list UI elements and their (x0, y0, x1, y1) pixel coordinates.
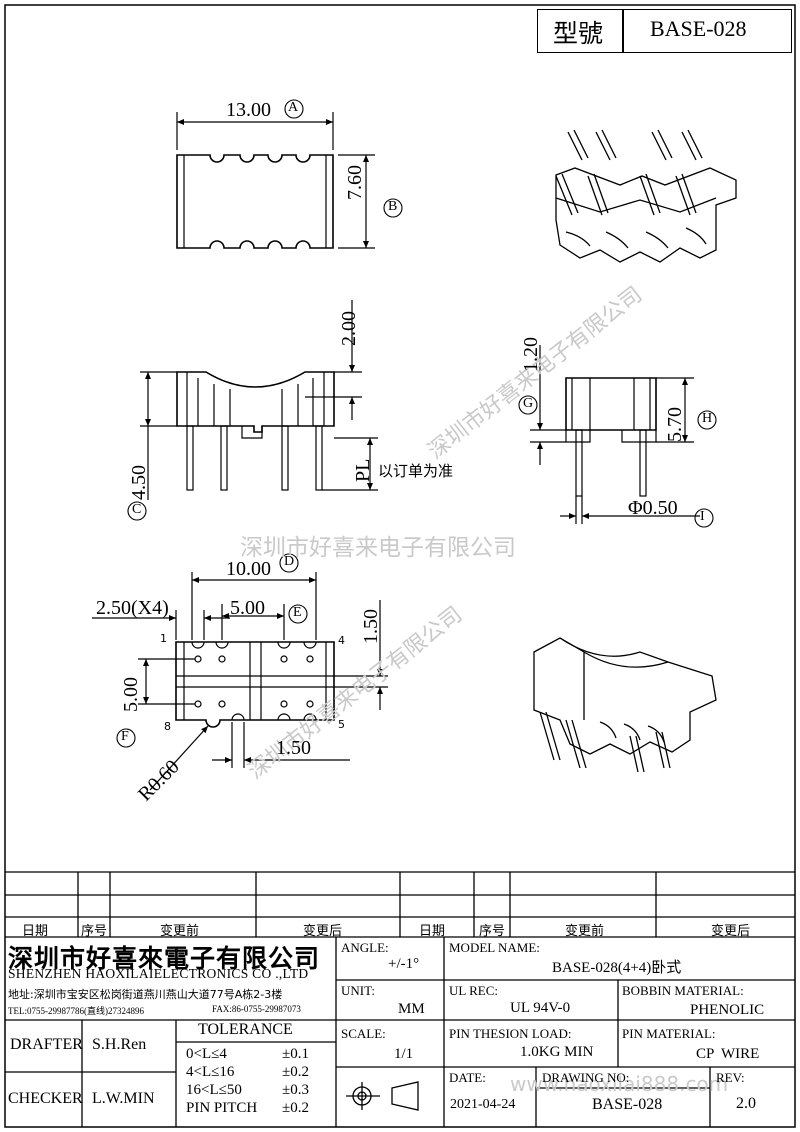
tag-h: H (702, 411, 713, 426)
tag-e: E (293, 605, 302, 620)
dim-row-pitch: 5.00 (120, 677, 142, 712)
tolerance-value-1: ±0.1 (282, 1046, 309, 1062)
pin-number-4: 4 (338, 634, 345, 647)
company-name-en: SHENZHEN HAOXILAIELECTRONICS CO .,LTD (8, 966, 309, 981)
dim-pin-dia: Φ0.50 (628, 497, 678, 519)
dim-width: 7.60 (344, 165, 366, 200)
drafter-label: DRAFTER (10, 1036, 83, 1053)
rev-label: REV: (716, 1070, 745, 1085)
checker-label: CHECKER (8, 1090, 83, 1107)
date-value: 2021-04-24 (450, 1097, 516, 1112)
type-label: 型號 (553, 19, 604, 48)
unit-value: MM (398, 1001, 425, 1017)
tolerance-value-4: ±0.2 (282, 1100, 309, 1116)
tolerance-range-1: 0<L≤4 (186, 1046, 227, 1062)
rev-header-after-2: 变更后 (711, 924, 751, 939)
title-block-grid (5, 937, 795, 1127)
company-address: 地址:深圳市宝安区松岗街道燕川燕山大道77号A栋2-3楼 (8, 988, 283, 1001)
tolerance-range-4: PIN PITCH (186, 1100, 258, 1116)
pin-material-label: PIN MATERIAL: (622, 1026, 716, 1041)
drawing-no-value: BASE-028 (592, 1096, 663, 1113)
tag-c: C (132, 502, 142, 517)
ul-label: UL REC: (449, 983, 498, 998)
scale-label: SCALE: (341, 1026, 386, 1041)
pin-material-value: CP WIRE (696, 1046, 760, 1062)
dim-pin-span: 10.00 (226, 558, 271, 580)
dim-side-1-50: 1.50 (360, 609, 382, 644)
rev-header-before-2: 变更前 (565, 924, 605, 939)
company-name-cn: 深圳市好喜來電子有限公司 (8, 944, 321, 973)
top-view (176, 112, 375, 249)
tag-f: F (121, 729, 129, 744)
revision-table-grid (5, 871, 795, 938)
type-label-cell (537, 9, 624, 53)
model-code-cell (622, 9, 792, 53)
watermark-company: 深圳市好喜来电子有限公司 (240, 535, 516, 561)
tolerance-value-2: ±0.2 (282, 1064, 309, 1080)
rev-header-before-1: 变更前 (160, 924, 200, 939)
bobbin-label: BOBBIN MATERIAL: (622, 983, 744, 998)
side-view (530, 345, 700, 524)
rev-header-date-1: 日期 (22, 924, 49, 939)
dim-body-height: 4.50 (128, 465, 150, 500)
bottom-view (92, 572, 388, 791)
company-tel: TEL:0755-29987786(直线)27324896 (8, 1006, 144, 1016)
dim-side-1-20: 1.20 (520, 337, 542, 372)
drafter-name: S.H.Ren (92, 1036, 147, 1053)
checker-name: L.W.MIN (92, 1090, 155, 1107)
dim-pin-length: PL (352, 458, 374, 482)
tag-d: D (284, 554, 295, 569)
model-value: BASE-028(4+4)卧式 (552, 960, 682, 976)
drawing-no-label: DRAWING NO: (542, 1070, 630, 1085)
pin-length-note: 以订单为准 (378, 462, 454, 480)
dim-pin-pitch: 5.00 (230, 597, 265, 619)
rev-header-seq-1: 序号 (81, 924, 108, 939)
tolerance-value-3: ±0.3 (282, 1082, 309, 1098)
tolerance-range-3: 16<L≤50 (186, 1082, 242, 1098)
pin-number-8: 8 (164, 720, 171, 733)
bobbin-value: PHENOLIC (690, 1002, 765, 1018)
dim-pin-offset: 2.50(X4) (96, 597, 169, 619)
dim-side-5-70: 5.70 (664, 407, 686, 442)
rev-header-after-1: 变更后 (303, 924, 343, 939)
rev-header-date-2: 日期 (419, 924, 446, 939)
tag-a: A (288, 100, 299, 115)
unit-label: UNIT: (341, 983, 376, 998)
tag-b: B (388, 199, 398, 214)
company-fax: FAX:86-0755-29987073 (212, 1004, 301, 1014)
angle-label: ANGLE: (341, 940, 389, 955)
pin-number-1: 1 (160, 632, 167, 645)
load-label: PIN THESION LOAD: (449, 1026, 572, 1041)
ul-value: UL 94V-0 (510, 1000, 571, 1016)
model-label: MODEL NAME: (449, 940, 540, 955)
tolerance-label: TOLERANCE (198, 1021, 293, 1038)
iso-view-bottom (533, 637, 717, 773)
rev-value: 2.0 (736, 1095, 756, 1112)
rev-header-seq-2: 序号 (479, 924, 506, 939)
projection-symbol-icon (346, 1081, 419, 1111)
tag-i: I (700, 509, 705, 524)
tag-g: G (523, 396, 534, 411)
load-value: 1.0KG MIN (520, 1044, 594, 1060)
front-view (140, 300, 378, 500)
dim-top-height: 2.00 (338, 311, 360, 346)
tolerance-range-2: 4<L≤16 (186, 1064, 235, 1080)
sheet-border (4, 4, 796, 1128)
pin-number-5: 5 (338, 718, 345, 731)
dim-length: 13.00 (226, 99, 271, 121)
date-label: DATE: (449, 1070, 486, 1085)
angle-value: +/-1° (388, 956, 420, 972)
dim-bottom-1-50: 1.50 (276, 737, 311, 759)
model-code: BASE-028 (650, 16, 747, 41)
scale-value: 1/1 (394, 1046, 414, 1062)
watermark-url: www.haoxilai888.com (510, 1072, 729, 1096)
iso-view-top (555, 129, 737, 263)
